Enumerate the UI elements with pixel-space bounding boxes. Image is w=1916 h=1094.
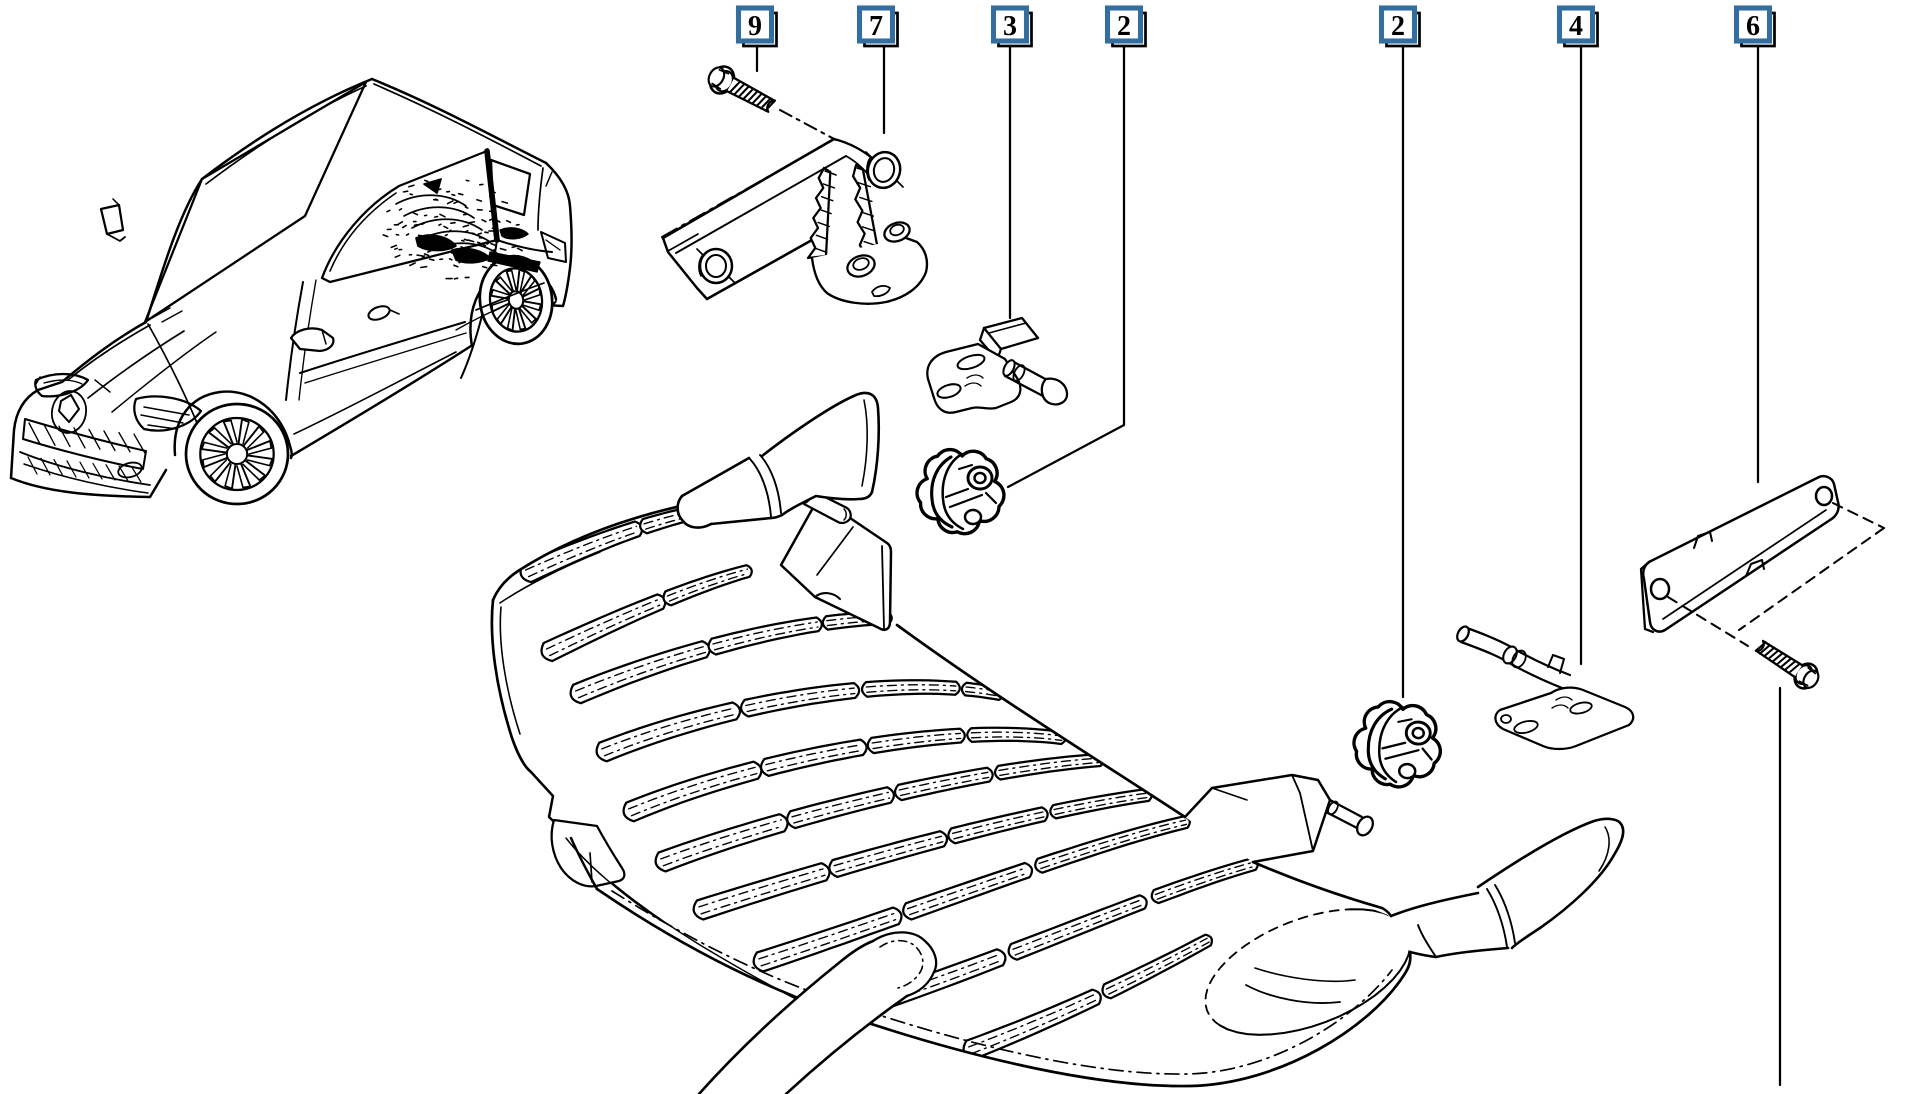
svg-text:9: 9	[748, 11, 762, 42]
svg-text:2: 2	[1391, 11, 1405, 42]
svg-text:7: 7	[869, 11, 883, 42]
svg-text:4: 4	[1569, 11, 1583, 42]
svg-text:2: 2	[1117, 11, 1131, 42]
svg-text:3: 3	[1003, 11, 1017, 42]
svg-text:6: 6	[1746, 11, 1760, 42]
